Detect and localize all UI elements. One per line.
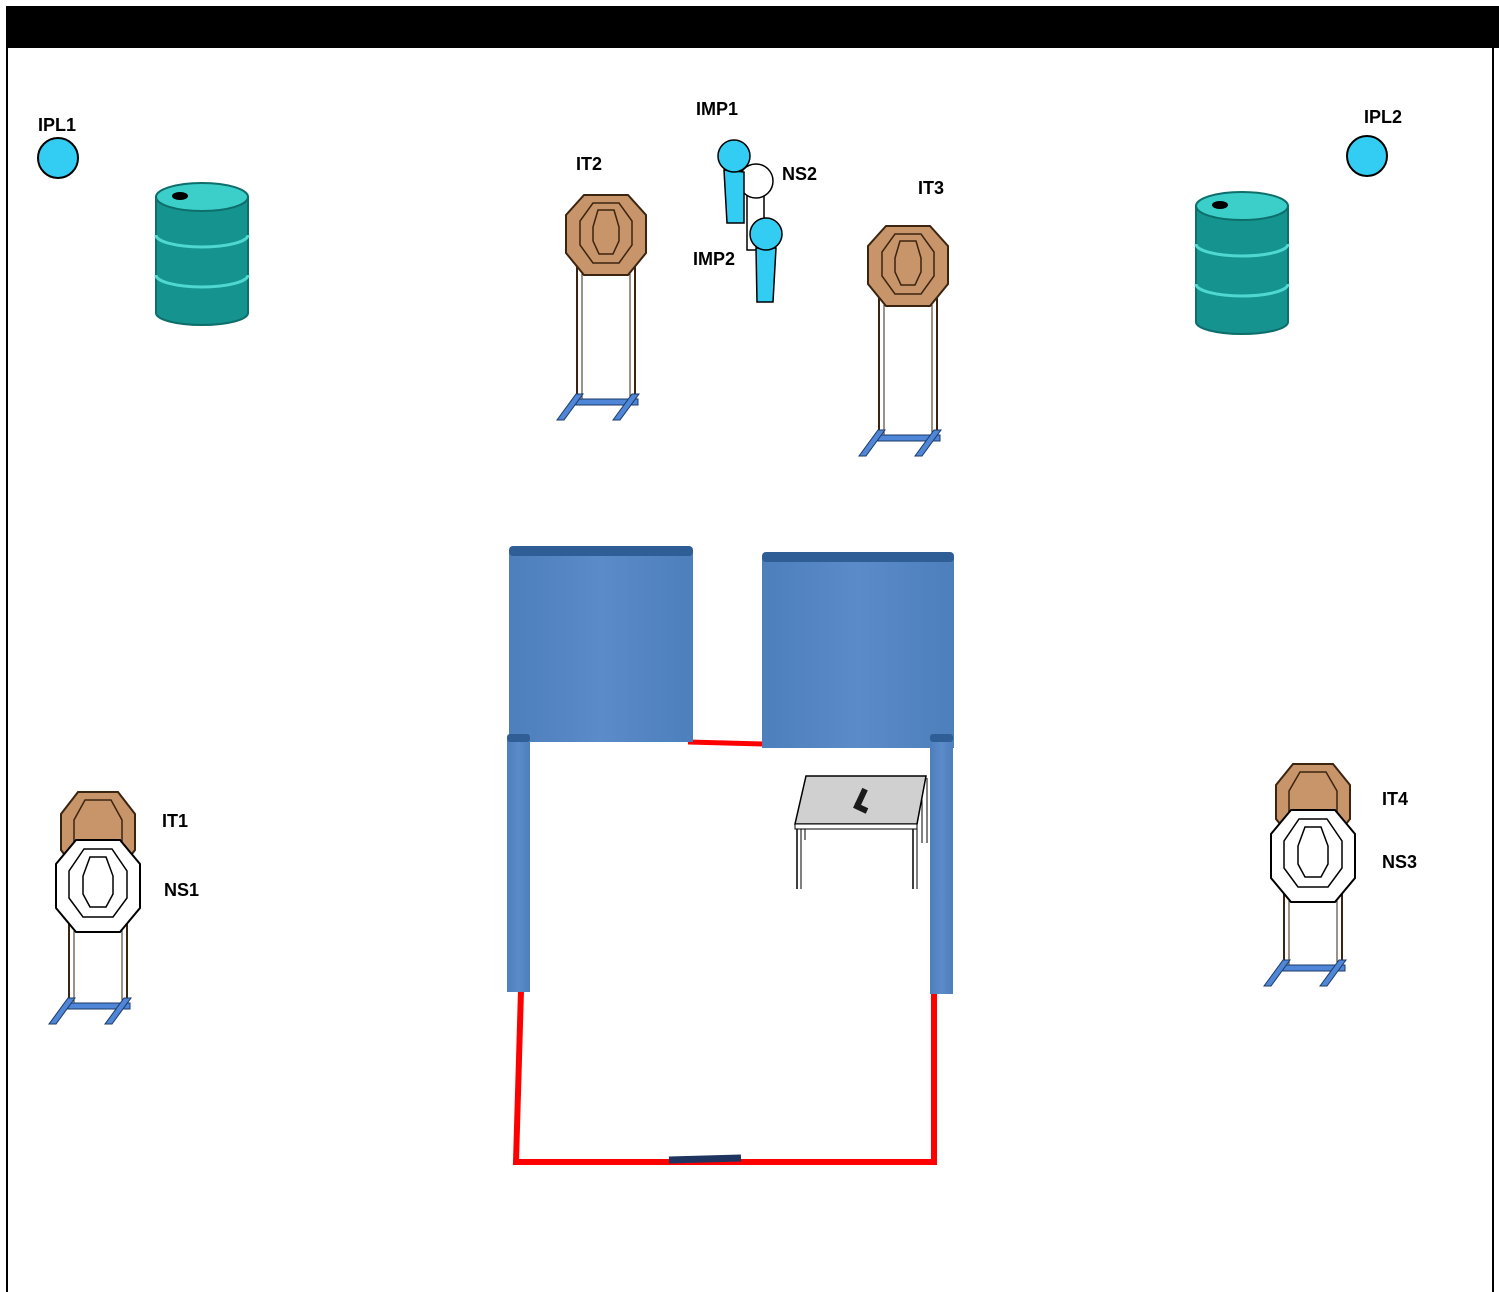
target-it3: IT3	[858, 178, 949, 457]
plate-ipl1: IPL1	[37, 115, 79, 179]
plate-ipl2: IPL2	[1346, 107, 1402, 177]
no-shoot-target-icon	[1270, 809, 1356, 903]
popper-imp1	[717, 139, 751, 224]
no-shoot-target-icon	[55, 839, 141, 933]
label-it4: IT4	[1382, 789, 1408, 809]
target-it1-ns1: IT1 NS1	[48, 791, 199, 1025]
header-bar	[6, 6, 1499, 48]
popper-icon	[755, 247, 777, 303]
target-stand-icon	[858, 289, 942, 457]
label-ipl2: IPL2	[1364, 107, 1402, 127]
wall-icon	[509, 546, 693, 742]
label-ipl1: IPL1	[38, 115, 76, 135]
label-ns1: NS1	[164, 880, 199, 900]
barrel-left	[154, 181, 250, 327]
label-it2: IT2	[576, 154, 602, 174]
ipsc-steel-target-icon	[867, 225, 949, 307]
barrel-icon	[1194, 190, 1290, 336]
steel-plate-icon	[37, 137, 79, 179]
pistol-icon	[853, 787, 869, 814]
target-it2: IT2	[556, 154, 647, 421]
label-imp1: IMP1	[696, 99, 738, 119]
wall-icon	[762, 552, 954, 748]
label-ns3: NS3	[1382, 852, 1417, 872]
target-it4-ns3: IT4 NS3	[1263, 763, 1417, 987]
barrel-icon	[154, 181, 250, 327]
fault-line	[512, 989, 937, 1165]
steel-plate-icon	[1346, 135, 1388, 177]
label-ns2: NS2	[782, 164, 817, 184]
wall-icon	[930, 734, 953, 994]
start-marker	[668, 1154, 742, 1164]
ipsc-steel-target-icon	[565, 194, 647, 276]
fault-line-front	[687, 739, 764, 747]
barrel-right	[1194, 190, 1290, 336]
popper-icon	[723, 169, 745, 224]
label-imp2: IMP2	[693, 249, 735, 269]
label-it3: IT3	[918, 178, 944, 198]
wall-icon	[507, 734, 530, 992]
label-it1: IT1	[162, 811, 188, 831]
target-stand-icon	[556, 253, 640, 421]
popper-group: IMP1 NS2 IMP2	[693, 99, 817, 303]
popper-imp2	[749, 217, 783, 303]
shooting-bay	[507, 546, 954, 1165]
